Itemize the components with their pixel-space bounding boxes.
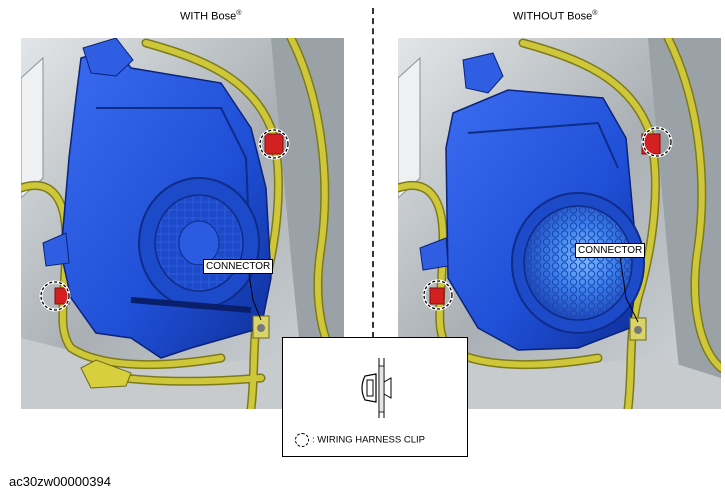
housing-edge	[467, 121, 619, 169]
mounting-tab-top	[462, 52, 504, 94]
connector-red-upper	[264, 133, 284, 155]
dashed-circle-icon	[295, 433, 309, 447]
mounting-tab-left	[42, 232, 70, 267]
clip-detail-drawing	[361, 358, 392, 418]
header-with-bose: WITH Bose®	[180, 10, 241, 23]
body-panel-bottom	[21, 338, 344, 409]
header-with-bose-text: WITH Bose	[180, 10, 237, 23]
registered-mark: ®	[592, 10, 598, 17]
header-without-bose-text: WITHOUT Bose	[513, 10, 593, 23]
figure-id: ac30zw00000394	[9, 474, 111, 489]
harness-bracket	[80, 359, 132, 389]
harness-clip-marker-lower-dash	[423, 280, 453, 310]
mounting-tab-top	[82, 38, 134, 77]
wiring-harness	[398, 38, 721, 409]
connector-fastener	[257, 324, 265, 332]
harness-clip-marker-upper-dash	[259, 129, 289, 159]
harness-clip-inset: : WIRING HARNESS CLIP	[282, 337, 468, 457]
clip-body	[366, 379, 374, 397]
registered-mark: ®	[236, 10, 242, 17]
speaker-center	[178, 220, 220, 266]
center-divider	[372, 8, 374, 338]
body-panel-bottom	[398, 338, 721, 409]
body-panel-left	[21, 56, 44, 199]
harness-clip-marker-upper-dash	[642, 127, 672, 157]
connector-leader-line	[619, 255, 639, 323]
clip-tab	[383, 377, 392, 399]
connector-leader-line	[248, 273, 262, 321]
body-panel-left	[398, 56, 421, 199]
clip-legend: : WIRING HARNESS CLIP	[295, 433, 425, 447]
clip-legend-text: : WIRING HARNESS CLIP	[312, 434, 425, 446]
mounting-tab-left	[419, 237, 449, 271]
connector-label-left: CONNECTOR	[203, 259, 274, 274]
harness-clip-marker-lower-dash	[40, 281, 70, 311]
body-panel-right	[271, 38, 344, 409]
connector-red-lower	[429, 287, 445, 305]
panel-section	[378, 365, 385, 413]
housing-slot	[130, 297, 252, 313]
connector-label-right: CONNECTOR	[575, 243, 646, 258]
speaker-grille	[523, 205, 633, 321]
header-without-bose: WITHOUT Bose®	[513, 10, 597, 23]
connector-fastener	[634, 326, 642, 334]
